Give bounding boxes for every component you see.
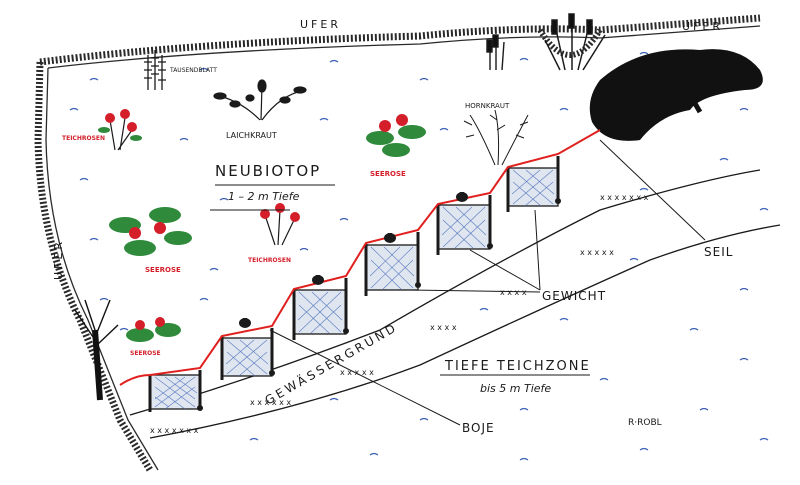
net-panel [436,195,492,255]
rope [119,129,601,386]
label-gewicht: GEWICHT [542,289,606,303]
shoreline [34,14,761,472]
label-tiefe-teichzone: TIEFE TEICHZONE [444,359,591,374]
label-neubiotop: NEUBIOTOP [215,162,321,180]
tausendblatt-plant [144,50,166,90]
reeds-top-right [544,13,606,71]
label-laichkraut: LAICHKRAUT [226,131,277,140]
label-seerose-lower: SEEROSE [130,350,161,357]
teichrosen-left-plant [98,109,142,151]
svg-text:x x x x: x x x x [500,288,527,297]
ground-line [129,169,781,439]
label-teichrosen-center: TEICHROSEN [248,257,291,264]
net-mesh [154,169,555,410]
weight [555,198,561,204]
weight [343,328,349,334]
seerose-left-plant [109,207,192,256]
label-teichrosen-left: TEICHROSEN [62,135,105,142]
log-on-shore [589,49,763,141]
water-ripples [69,51,769,461]
label-shore-top: UFER [300,18,341,31]
label-boje: BOJE [462,421,495,435]
svg-text:x x x x x: x x x x x [340,368,374,377]
weight [487,243,493,249]
svg-text:x x x x x x x: x x x x x x x [150,426,199,435]
label-tausendblatt: TAUSENDBLATT [169,67,217,74]
leader-lines [210,139,706,426]
label-seil: SEIL [704,245,733,259]
label-tiefe-depth: bis 5 m Tiefe [480,382,551,395]
ground-hatch: x x x x x x x x x x x x x x x x x x x x … [150,193,649,435]
hornkraut-plant [463,109,529,166]
teichrosen-center-plant [260,203,300,246]
buoy [384,233,396,243]
seerose-top-plant [366,114,426,157]
weight [269,370,275,376]
svg-text:x x x x x: x x x x x [580,248,614,257]
label-neubiotop-depth: 1 – 2 m Tiefe [228,190,300,203]
buoys [239,192,468,328]
label-shore-top-right: UFER [682,20,723,33]
buoy [239,318,251,328]
weight [415,282,421,288]
weights [197,198,561,411]
label-shore-left: UFER [52,239,65,280]
buoy [456,192,468,202]
tree-left-shore [74,299,119,401]
weight [197,405,203,411]
net-panel [148,370,202,412]
signature: R·ROBL [628,418,662,428]
seerose-lower-plant [126,317,181,342]
buoy [312,275,324,285]
reeds-top-center [486,34,505,71]
svg-text:x x x x: x x x x [430,323,457,332]
label-seerose-left: SEEROSE [145,266,181,274]
svg-text:x x x x x x: x x x x x x [250,398,291,407]
svg-text:x x x x x x x: x x x x x x x [600,193,649,202]
label-seerose-top: SEEROSE [370,170,406,178]
laichkraut-plant [213,79,307,121]
label-hornkraut: HORNKRAUT [465,102,510,110]
